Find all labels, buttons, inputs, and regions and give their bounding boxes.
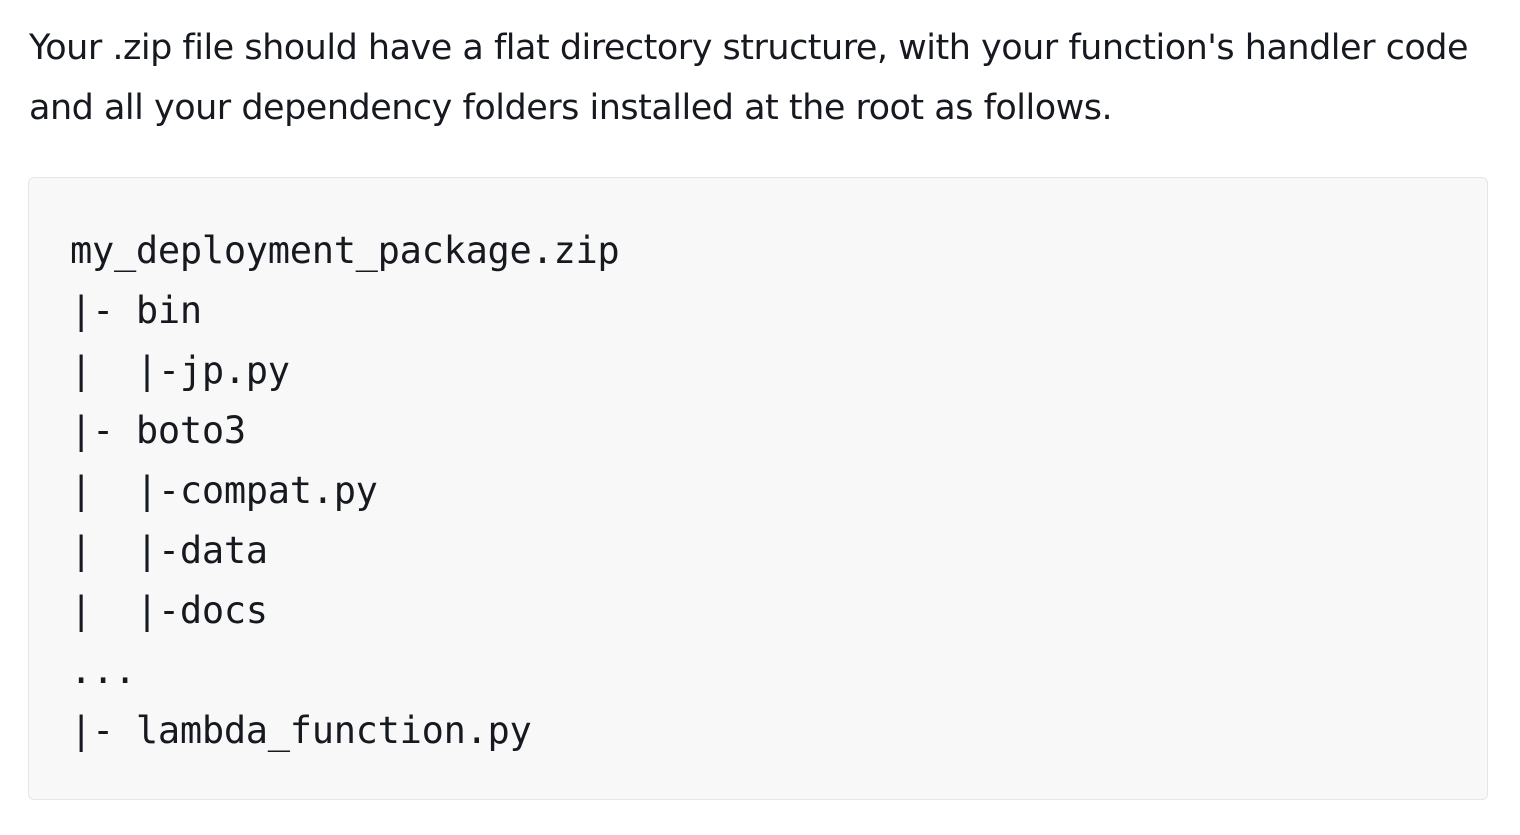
intro-paragraph: Your .zip file should have a flat direct… (29, 28, 1469, 128)
code-line-ellipsis: ... (70, 649, 136, 692)
code-line-docs: | |-docs (70, 589, 268, 632)
code-line-zip-name: my_deployment_package.zip (70, 229, 620, 272)
code-block: my_deployment_package.zip |- bin | |-jp.… (28, 177, 1488, 800)
code-line-jp-py: | |-jp.py (70, 349, 290, 392)
code-lines: my_deployment_package.zip |- bin | |-jp.… (70, 221, 620, 761)
code-line-bin: |- bin (70, 289, 202, 332)
code-line-data: | |-data (70, 529, 268, 572)
code-line-compat-py: | |-compat.py (70, 469, 378, 512)
code-line-lambda-function-py: |- lambda_function.py (70, 709, 532, 752)
code-line-boto3: |- boto3 (70, 409, 246, 452)
